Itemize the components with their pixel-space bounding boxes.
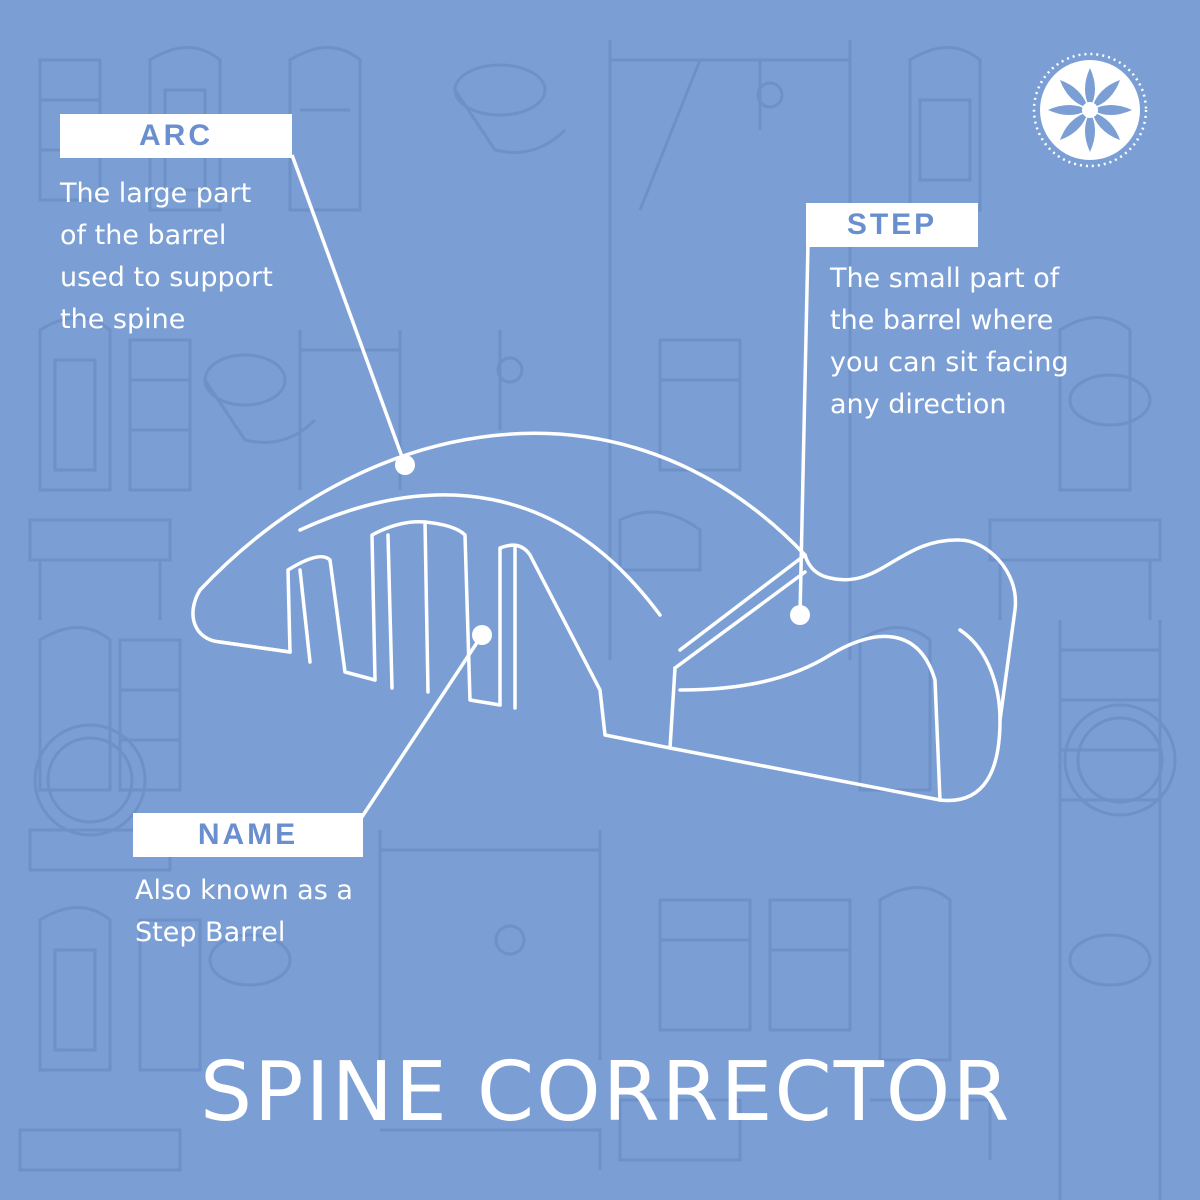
name-label: NAME: [133, 813, 363, 857]
arc-label: ARC: [60, 114, 292, 158]
arc-description: The large part of the barrel used to sup…: [60, 178, 273, 335]
step-label: STEP: [806, 203, 978, 247]
page-title: SPINE CORRECTOR: [200, 1045, 1012, 1140]
name-description: Also known as a Step Barrel: [135, 875, 353, 948]
lotus-flower-icon: [1032, 52, 1148, 168]
step-description: The small part of the barrel where you c…: [830, 263, 1069, 420]
